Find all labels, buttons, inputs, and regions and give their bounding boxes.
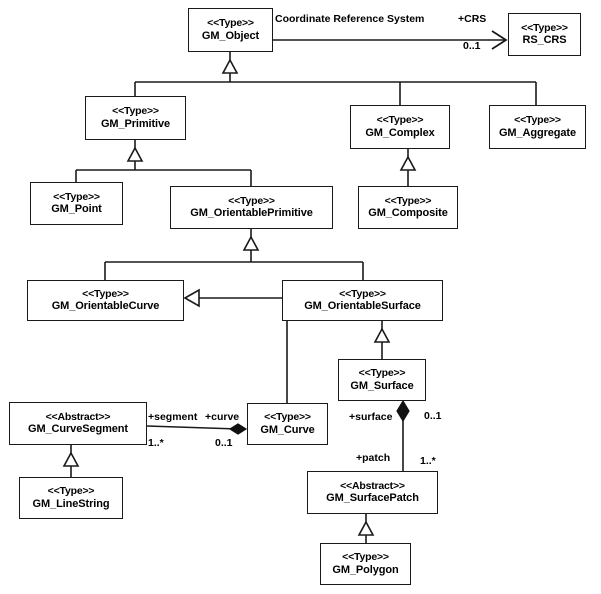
role-label-surface: +surface (349, 411, 393, 423)
class-stereotype: <<Type>> (47, 485, 95, 498)
class-name: GM_Object (201, 29, 260, 42)
class-box-gm-point[interactable]: <<Type>> GM_Point (30, 182, 123, 225)
generalization-gm-surfacepatch (357, 514, 375, 543)
class-box-rs-crs[interactable]: <<Type>> RS_CRS (508, 13, 581, 56)
generalization-gm-orientablecurve (183, 288, 288, 403)
class-box-gm-curvesegment[interactable]: <<Abstract>> GM_CurveSegment (9, 402, 147, 445)
association-curve-segment (146, 423, 248, 435)
class-stereotype: <<Type>> (384, 194, 432, 207)
association-surface-patch (396, 399, 410, 471)
class-name: GM_Point (51, 203, 102, 216)
generalization-gm-curvesegment (62, 445, 80, 477)
multiplicity-label-segment: 1..* (148, 437, 164, 449)
generalization-gm-primitive (75, 140, 252, 186)
class-stereotype: <<Type>> (82, 287, 129, 300)
class-stereotype: <<Type>> (521, 21, 568, 34)
class-box-gm-orientablesurface[interactable]: <<Type>> GM_OrientableSurface (282, 280, 443, 321)
class-stereotype: <<Type>> (53, 190, 100, 203)
class-box-gm-aggregate[interactable]: <<Type>> GM_Aggregate (489, 105, 586, 149)
class-name: GM_LineString (32, 497, 110, 510)
class-stereotype: <<Type>> (228, 194, 275, 207)
class-box-gm-curve[interactable]: <<Type>> GM_Curve (247, 403, 328, 445)
class-name: GM_OrientablePrimitive (190, 207, 313, 220)
generalization-gm-orientableprimitive (104, 229, 364, 280)
class-name: GM_Primitive (100, 117, 171, 130)
class-box-gm-complex[interactable]: <<Type>> GM_Complex (350, 105, 450, 149)
role-label-crs: +CRS (458, 13, 487, 25)
class-stereotype: <<Type>> (358, 367, 406, 380)
class-box-gm-surfacepatch[interactable]: <<Abstract>> GM_SurfacePatch (307, 471, 438, 514)
class-box-gm-primitive[interactable]: <<Type>> GM_Primitive (85, 96, 186, 140)
class-box-gm-composite[interactable]: <<Type>> GM_Composite (358, 186, 458, 229)
class-stereotype: <<Type>> (207, 17, 254, 30)
class-name: GM_OrientableCurve (51, 300, 160, 313)
class-name: GM_Curve (260, 423, 315, 436)
class-box-gm-orientableprimitive[interactable]: <<Type>> GM_OrientablePrimitive (170, 186, 333, 229)
class-name: GM_CurveSegment (28, 423, 128, 436)
class-name: GM_OrientableSurface (304, 300, 421, 313)
association-label-coordinate-reference-system: Coordinate Reference System (275, 13, 425, 25)
multiplicity-label-crs: 0..1 (463, 40, 481, 52)
class-name: GM_Complex (365, 126, 435, 139)
role-label-segment: +segment (148, 411, 198, 423)
class-name: RS_CRS (522, 34, 567, 47)
class-name: GM_Polygon (332, 563, 399, 576)
multiplicity-label-patch: 1..* (420, 455, 436, 467)
class-box-gm-linestring[interactable]: <<Type>> GM_LineString (19, 477, 123, 519)
class-stereotype: <<Type>> (514, 114, 561, 127)
class-name: GM_SurfacePatch (326, 492, 419, 505)
class-name: GM_Surface (350, 379, 414, 392)
class-stereotype: <<Type>> (339, 287, 386, 300)
role-label-patch: +patch (356, 452, 391, 464)
multiplicity-label-curve: 0..1 (215, 437, 233, 449)
generalization-gm-object (134, 52, 537, 105)
class-name: GM_Composite (368, 207, 448, 220)
class-box-gm-surface[interactable]: <<Type>> GM_Surface (338, 359, 426, 401)
generalization-gm-orientablesurface (373, 321, 391, 359)
role-label-curve: +curve (205, 411, 240, 423)
class-name: GM_Aggregate (498, 126, 577, 139)
class-stereotype: <<Type>> (376, 114, 424, 127)
class-stereotype: <<Type>> (112, 105, 159, 118)
class-box-gm-object[interactable]: <<Type>> GM_Object (188, 8, 273, 52)
generalization-gm-complex (399, 149, 417, 186)
class-stereotype: <<Abstract>> (340, 479, 405, 492)
class-stereotype: <<Abstract>> (45, 410, 111, 423)
class-stereotype: <<Type>> (342, 551, 389, 564)
class-stereotype: <<Type>> (264, 411, 311, 424)
class-box-gm-polygon[interactable]: <<Type>> GM_Polygon (320, 543, 411, 585)
multiplicity-label-surface: 0..1 (424, 410, 442, 422)
class-box-gm-orientablecurve[interactable]: <<Type>> GM_OrientableCurve (27, 280, 184, 321)
